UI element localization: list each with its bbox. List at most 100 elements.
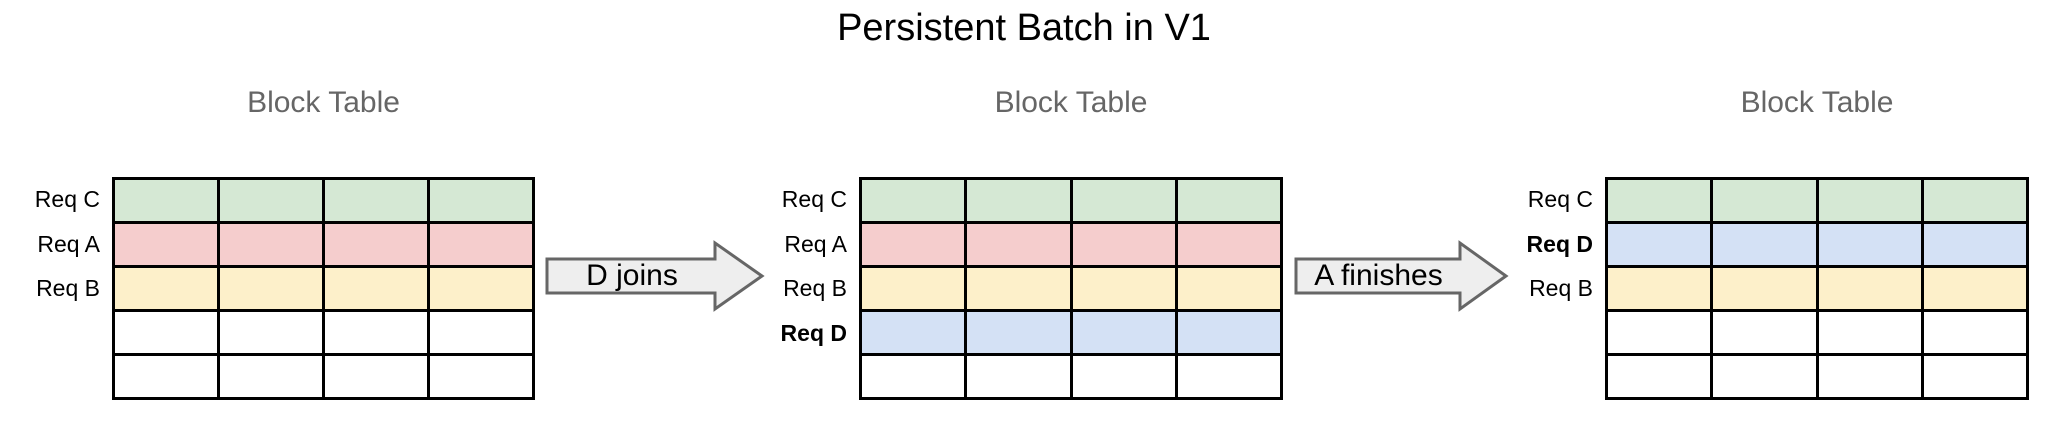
block-table-grid-3 [1605,177,2029,400]
table-row [115,268,532,312]
arrow-shape-icon [1294,240,1509,312]
table-row [862,180,1280,224]
block-table-title-3: Block Table [1740,86,1894,119]
block-cell [1713,180,1819,221]
table-row [1608,180,2026,224]
block-cell [1072,224,1178,265]
block-cell [325,356,430,397]
block-cell [862,268,968,309]
block-cell [220,224,325,265]
block-cell [1608,268,1714,309]
row-label: Req A [37,230,100,257]
block-cell [1818,268,1924,309]
table-row [115,312,532,356]
transition-label: D joins [586,259,678,292]
row-label-column-3: Req C Req D Req B [1493,177,1593,400]
row-label: Req C [781,186,847,212]
block-cell [1713,224,1819,265]
transition-arrow-a-finishes: A finishes [1294,240,1509,312]
block-cell [325,312,430,353]
row-label-column-1: Req C Req A Req B [0,177,100,400]
block-cell [1713,312,1819,353]
block-cell [967,180,1073,221]
table-row [115,180,532,224]
block-cell [220,268,325,309]
table-row [862,312,1280,356]
block-cell [1072,180,1178,221]
block-table-grid-2 [859,177,1283,400]
block-cell [325,268,430,309]
block-cell [1177,356,1280,397]
block-cell [1713,268,1819,309]
table-row [862,356,1280,397]
block-cell [220,180,325,221]
row-label: Req B [783,275,847,302]
table-row [1608,268,2026,312]
block-cell [1177,268,1280,309]
block-cell [325,224,430,265]
block-cell [1072,356,1178,397]
block-cell [325,180,430,221]
row-label: Req D [1526,230,1593,257]
arrow-shape-icon [545,240,765,312]
block-cell [862,312,968,353]
block-cell [1923,356,2026,397]
block-cell [1072,268,1178,309]
block-table-grid-1 [112,177,535,400]
block-table-title-1: Block Table [247,86,400,119]
table-row [1608,224,2026,268]
block-cell [430,224,532,265]
block-cell [220,356,325,397]
block-cell [1818,312,1924,353]
block-cell [967,312,1073,353]
block-cell [430,356,532,397]
block-cell [967,268,1073,309]
transition-arrow-d-joins: D joins [545,240,765,312]
block-cell [1177,312,1280,353]
page-title: Persistent Batch in V1 [837,7,1211,49]
block-table-title-2: Block Table [994,86,1148,119]
block-cell [115,356,220,397]
table-row [862,268,1280,312]
block-cell [1818,224,1924,265]
block-cell [862,224,968,265]
block-cell [430,312,532,353]
block-cell [430,180,532,221]
block-cell [862,180,968,221]
table-row [1608,312,2026,356]
block-cell [115,180,220,221]
block-cell [1818,180,1924,221]
transition-label: A finishes [1314,259,1443,292]
row-label: Req B [1529,275,1593,302]
block-cell [1608,180,1714,221]
row-label: Req C [1527,186,1593,212]
table-row [115,356,532,397]
block-cell [1608,312,1714,353]
block-cell [1177,224,1280,265]
block-cell [1818,356,1924,397]
table-row [115,224,532,268]
row-label: Req D [780,319,847,346]
row-label-column-2: Req C Req A Req B Req D [747,177,847,400]
block-cell [115,268,220,309]
row-label: Req C [34,186,100,212]
block-cell [1923,224,2026,265]
block-cell [1923,180,2026,221]
row-label: Req B [36,275,100,302]
block-cell [430,268,532,309]
block-cell [220,312,325,353]
block-cell [115,312,220,353]
block-cell [1177,180,1280,221]
row-label: Req A [784,230,847,257]
block-cell [1608,356,1714,397]
block-cell [967,356,1073,397]
block-cell [1072,312,1178,353]
block-cell [1713,356,1819,397]
block-cell [1608,224,1714,265]
table-row [862,224,1280,268]
block-cell [967,224,1073,265]
block-cell [115,224,220,265]
table-row [1608,356,2026,397]
block-cell [1923,268,2026,309]
